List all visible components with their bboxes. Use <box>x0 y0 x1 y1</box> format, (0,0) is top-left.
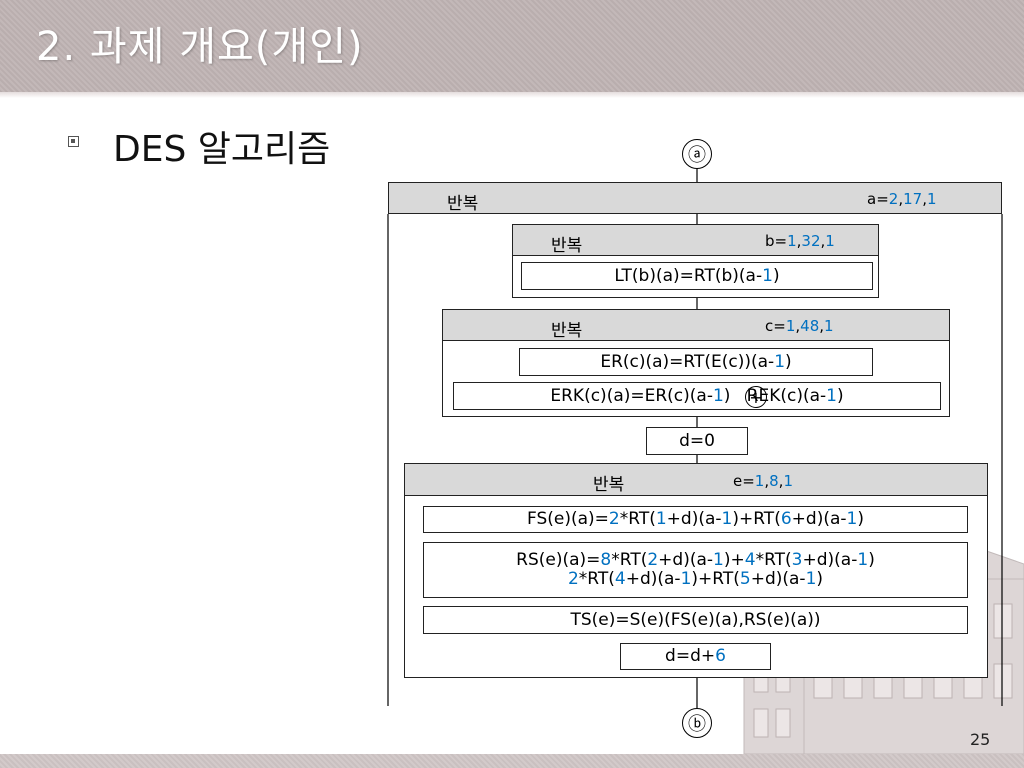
erk-statement: ERK(c)(a)=ER(c)(a-1) REK(c)(a-1) <box>453 382 941 410</box>
title-rule <box>0 92 1024 98</box>
fs-statement: FS(e)(a)=2*RT(1+d)(a-1)+RT(6+d)(a-1) <box>423 506 968 533</box>
init-d: d=0 <box>646 427 748 455</box>
slide-title: 2. 과제 개요(개인) <box>36 24 364 70</box>
rs-statement: RS(e)(a)=8*RT(2+d)(a-1)+4*RT(3+d)(a-1) 2… <box>423 542 968 598</box>
page-number: 25 <box>970 730 991 749</box>
loop-e-range: e=1,8,1 <box>733 472 793 490</box>
loop-b-label: 반복 <box>551 236 583 256</box>
loop-a-range: a=2,17,1 <box>867 190 937 208</box>
loop-a-label: 반복 <box>447 194 479 214</box>
d-update: d=d+6 <box>620 643 771 670</box>
bottom-strip <box>0 754 1024 768</box>
er-statement: ER(c)(a)=RT(E(c))(a-1) <box>519 348 873 376</box>
loop-a-header: 반복 a=2,17,1 <box>388 182 1002 214</box>
loop-c-range: c=1,48,1 <box>765 317 834 335</box>
rs-line-1: RS(e)(a)=8*RT(2+d)(a-1)+4*RT(3+d)(a-1) <box>516 550 875 570</box>
loop-c-header: 반복 c=1,48,1 <box>442 309 950 341</box>
loop-e-label: 반복 <box>593 475 625 495</box>
connector-b-icon: ⓑ <box>682 708 712 738</box>
ts-statement: TS(e)=S(e)(FS(e)(a),RS(e)(a)) <box>423 606 968 634</box>
loop-b-header: 반복 b=1,32,1 <box>512 224 879 256</box>
bullet-icon <box>68 136 79 147</box>
xor-icon: + <box>745 386 767 408</box>
lt-statement: LT(b)(a)=RT(b)(a-1) <box>521 262 873 290</box>
connector-a-icon: ⓐ <box>682 139 712 169</box>
loop-e-header: 반복 e=1,8,1 <box>404 463 988 496</box>
slide-subtitle: DES 알고리즘 <box>113 129 331 170</box>
loop-c-label: 반복 <box>551 321 583 341</box>
loop-b-range: b=1,32,1 <box>765 232 835 250</box>
rs-line-2: 2*RT(4+d)(a-1)+RT(5+d)(a-1) <box>567 569 824 589</box>
title-bar <box>0 0 1024 98</box>
